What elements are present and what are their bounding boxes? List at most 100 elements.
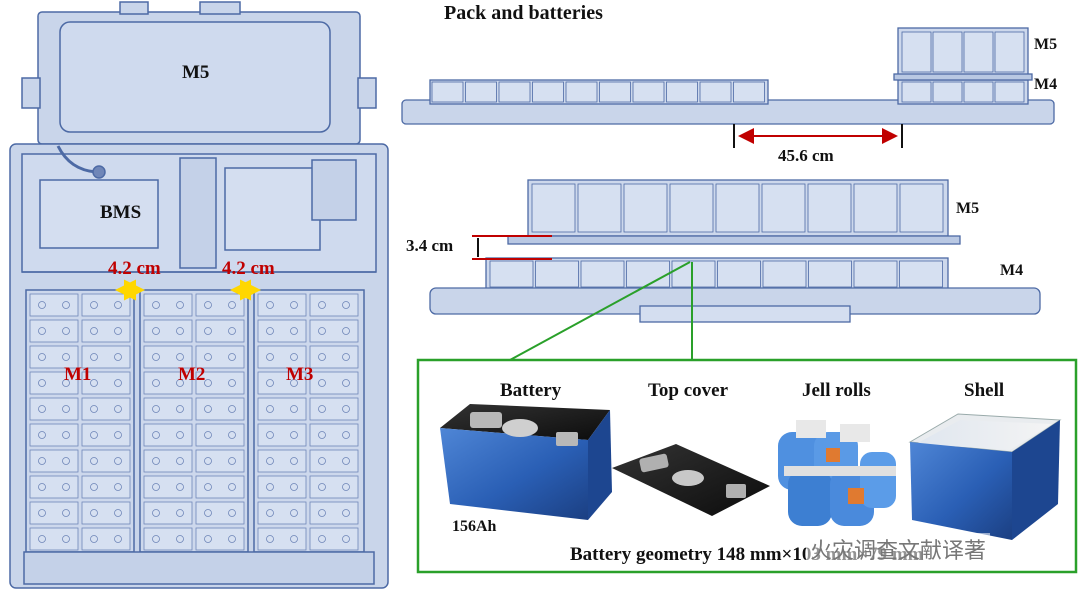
terminal — [62, 327, 70, 335]
terminal — [204, 509, 212, 517]
cell — [309, 397, 359, 421]
terminal — [204, 353, 212, 361]
terminal — [318, 483, 326, 491]
cell — [309, 475, 359, 499]
terminal — [204, 457, 212, 465]
cell — [143, 345, 193, 369]
side-cell — [532, 81, 564, 103]
cell — [29, 319, 79, 343]
cell — [81, 397, 131, 421]
cell — [309, 371, 359, 395]
terminal — [266, 483, 274, 491]
cell — [257, 293, 307, 317]
terminal — [342, 431, 350, 439]
label-m3: M3 — [286, 364, 314, 385]
terminal — [176, 353, 184, 361]
cell — [195, 319, 245, 343]
side-cell — [899, 260, 943, 288]
terminal — [318, 379, 326, 387]
cell — [81, 345, 131, 369]
shell-image — [908, 413, 1062, 540]
cell — [257, 345, 307, 369]
side-cell — [531, 183, 576, 233]
cell — [195, 345, 245, 369]
cell — [195, 501, 245, 525]
terminal — [176, 431, 184, 439]
terminal — [38, 431, 46, 439]
terminal — [228, 353, 236, 361]
terminal — [176, 535, 184, 543]
terminal — [266, 301, 274, 309]
terminal — [342, 301, 350, 309]
terminal — [152, 301, 160, 309]
side-cell — [761, 183, 806, 233]
terminal — [90, 301, 98, 309]
side-cell — [715, 183, 760, 233]
terminal — [266, 457, 274, 465]
terminal — [38, 379, 46, 387]
side-cell — [599, 81, 631, 103]
terminal — [266, 535, 274, 543]
terminal — [152, 457, 160, 465]
terminal — [62, 457, 70, 465]
cell — [29, 293, 79, 317]
terminal — [318, 301, 326, 309]
cell — [257, 319, 307, 343]
terminal — [38, 327, 46, 335]
cell — [143, 293, 193, 317]
terminal — [204, 327, 212, 335]
cell — [257, 475, 307, 499]
side-cell — [963, 81, 994, 103]
terminal — [38, 301, 46, 309]
label-m2: M2 — [178, 364, 206, 385]
terminal — [290, 405, 298, 413]
terminal — [114, 457, 122, 465]
cell — [257, 397, 307, 421]
terminal — [228, 457, 236, 465]
terminal — [176, 405, 184, 413]
terminal — [38, 405, 46, 413]
cell — [81, 319, 131, 343]
cell — [309, 319, 359, 343]
label-side-top-m4: M4 — [1034, 76, 1058, 93]
terminal — [114, 405, 122, 413]
caption-top-cover: Top cover — [648, 380, 729, 401]
terminal — [204, 535, 212, 543]
terminal — [90, 327, 98, 335]
side-cell — [808, 260, 852, 288]
terminal — [228, 431, 236, 439]
side-cell — [807, 183, 852, 233]
cell — [195, 475, 245, 499]
terminal — [342, 535, 350, 543]
side-cell — [565, 81, 598, 103]
terminal — [342, 327, 350, 335]
terminal — [38, 353, 46, 361]
side-cell — [669, 183, 714, 233]
side-cell — [626, 260, 670, 288]
label-spacing: 3.4 cm — [406, 236, 454, 255]
cell — [143, 501, 193, 525]
terminal — [176, 379, 184, 387]
terminal — [290, 457, 298, 465]
caption-jell-rolls: Jell rolls — [802, 380, 871, 401]
terminal — [152, 353, 160, 361]
terminal — [204, 483, 212, 491]
terminal — [62, 301, 70, 309]
cell — [195, 293, 245, 317]
side-cell — [580, 260, 625, 288]
terminal — [228, 483, 236, 491]
connector-left — [509, 261, 691, 361]
terminal — [114, 431, 122, 439]
cell — [143, 319, 193, 343]
terminal — [266, 353, 274, 361]
side-cell — [932, 81, 963, 103]
terminal — [228, 509, 236, 517]
side-cell — [901, 31, 932, 73]
terminal — [290, 483, 298, 491]
terminal — [204, 405, 212, 413]
cell — [81, 293, 131, 317]
label-gap-left: 4.2 cm — [108, 258, 161, 279]
caption-shell: Shell — [964, 380, 1005, 401]
label-side-top-m5: M5 — [1034, 36, 1058, 53]
